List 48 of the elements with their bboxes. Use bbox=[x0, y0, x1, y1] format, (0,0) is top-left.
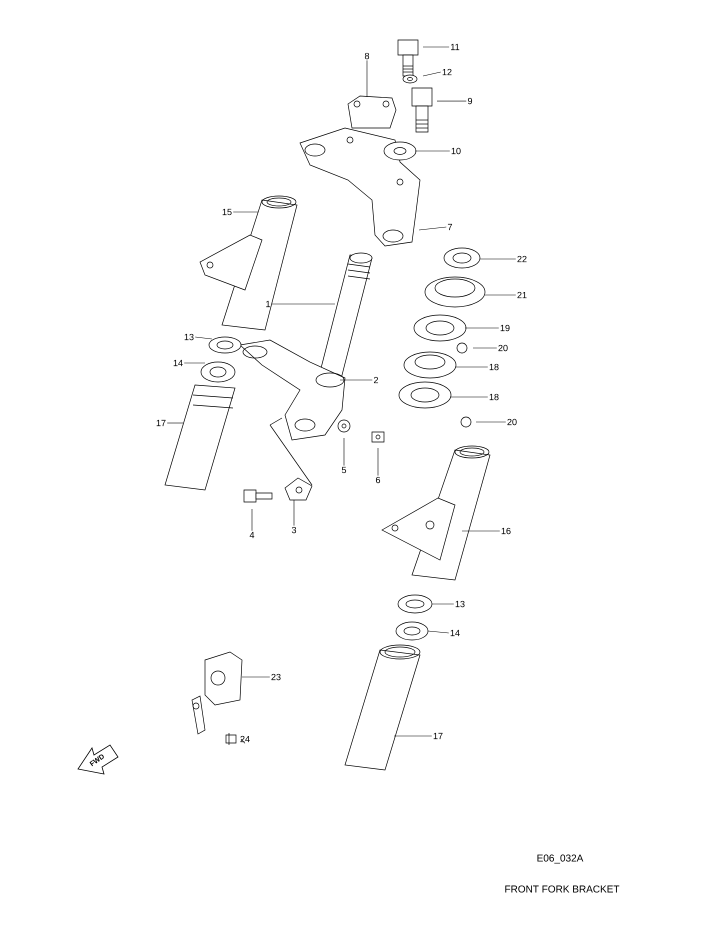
leader-line bbox=[194, 336, 212, 340]
callout-number: 7 bbox=[448, 224, 452, 230]
callout-number: 14 bbox=[450, 630, 460, 636]
callout-number: 4 bbox=[250, 532, 254, 538]
callout-number: 6 bbox=[376, 476, 380, 484]
callout-number: 18 bbox=[490, 364, 499, 370]
callout-number: 12 bbox=[442, 68, 452, 76]
callout-number: 8 bbox=[364, 52, 370, 60]
drawing-number: E06_032A bbox=[537, 854, 584, 864]
callout-number: 2 bbox=[374, 376, 378, 384]
callout-number: 17 bbox=[156, 420, 166, 426]
leader-line bbox=[450, 396, 488, 398]
leader-line bbox=[436, 100, 467, 102]
leader-line bbox=[184, 362, 206, 364]
callout-number: 13 bbox=[456, 600, 465, 608]
callout-number: 24 bbox=[240, 736, 250, 742]
leader-line bbox=[240, 738, 246, 744]
callout-number: 16 bbox=[502, 528, 511, 534]
drawing-title: FRONT FORK BRACKET bbox=[505, 885, 620, 893]
callout-number: 1 bbox=[266, 300, 270, 308]
leader-line bbox=[428, 630, 450, 634]
callout-number: 18 bbox=[490, 394, 499, 400]
callout-number: 23 bbox=[271, 674, 281, 680]
leader-line bbox=[422, 46, 450, 48]
leader-line bbox=[462, 530, 500, 532]
callout-number: 13 bbox=[184, 334, 194, 340]
leader-line bbox=[484, 294, 516, 296]
leader-line bbox=[166, 422, 184, 424]
leader-line bbox=[242, 676, 270, 678]
callout-number: 10 bbox=[452, 148, 461, 154]
callout-number: 20 bbox=[507, 418, 517, 426]
leader-line bbox=[454, 366, 488, 368]
callout-number: 5 bbox=[342, 466, 346, 474]
callout-number: 14 bbox=[174, 360, 183, 366]
callout-number: 22 bbox=[517, 256, 527, 262]
callout-number: 20 bbox=[498, 344, 508, 352]
leader-line bbox=[366, 60, 368, 98]
leader-line bbox=[480, 258, 516, 260]
leader-line bbox=[414, 150, 450, 152]
callout-number: 15 bbox=[222, 208, 232, 216]
leader-line bbox=[418, 226, 447, 230]
callout-number: 9 bbox=[468, 98, 472, 104]
leader-line bbox=[422, 72, 442, 76]
callout-number: 17 bbox=[434, 732, 443, 740]
callout-number: 3 bbox=[292, 526, 296, 534]
callout-number: 19 bbox=[500, 324, 510, 332]
callout-number: 11 bbox=[451, 44, 460, 50]
callout-number: 21 bbox=[517, 292, 527, 298]
